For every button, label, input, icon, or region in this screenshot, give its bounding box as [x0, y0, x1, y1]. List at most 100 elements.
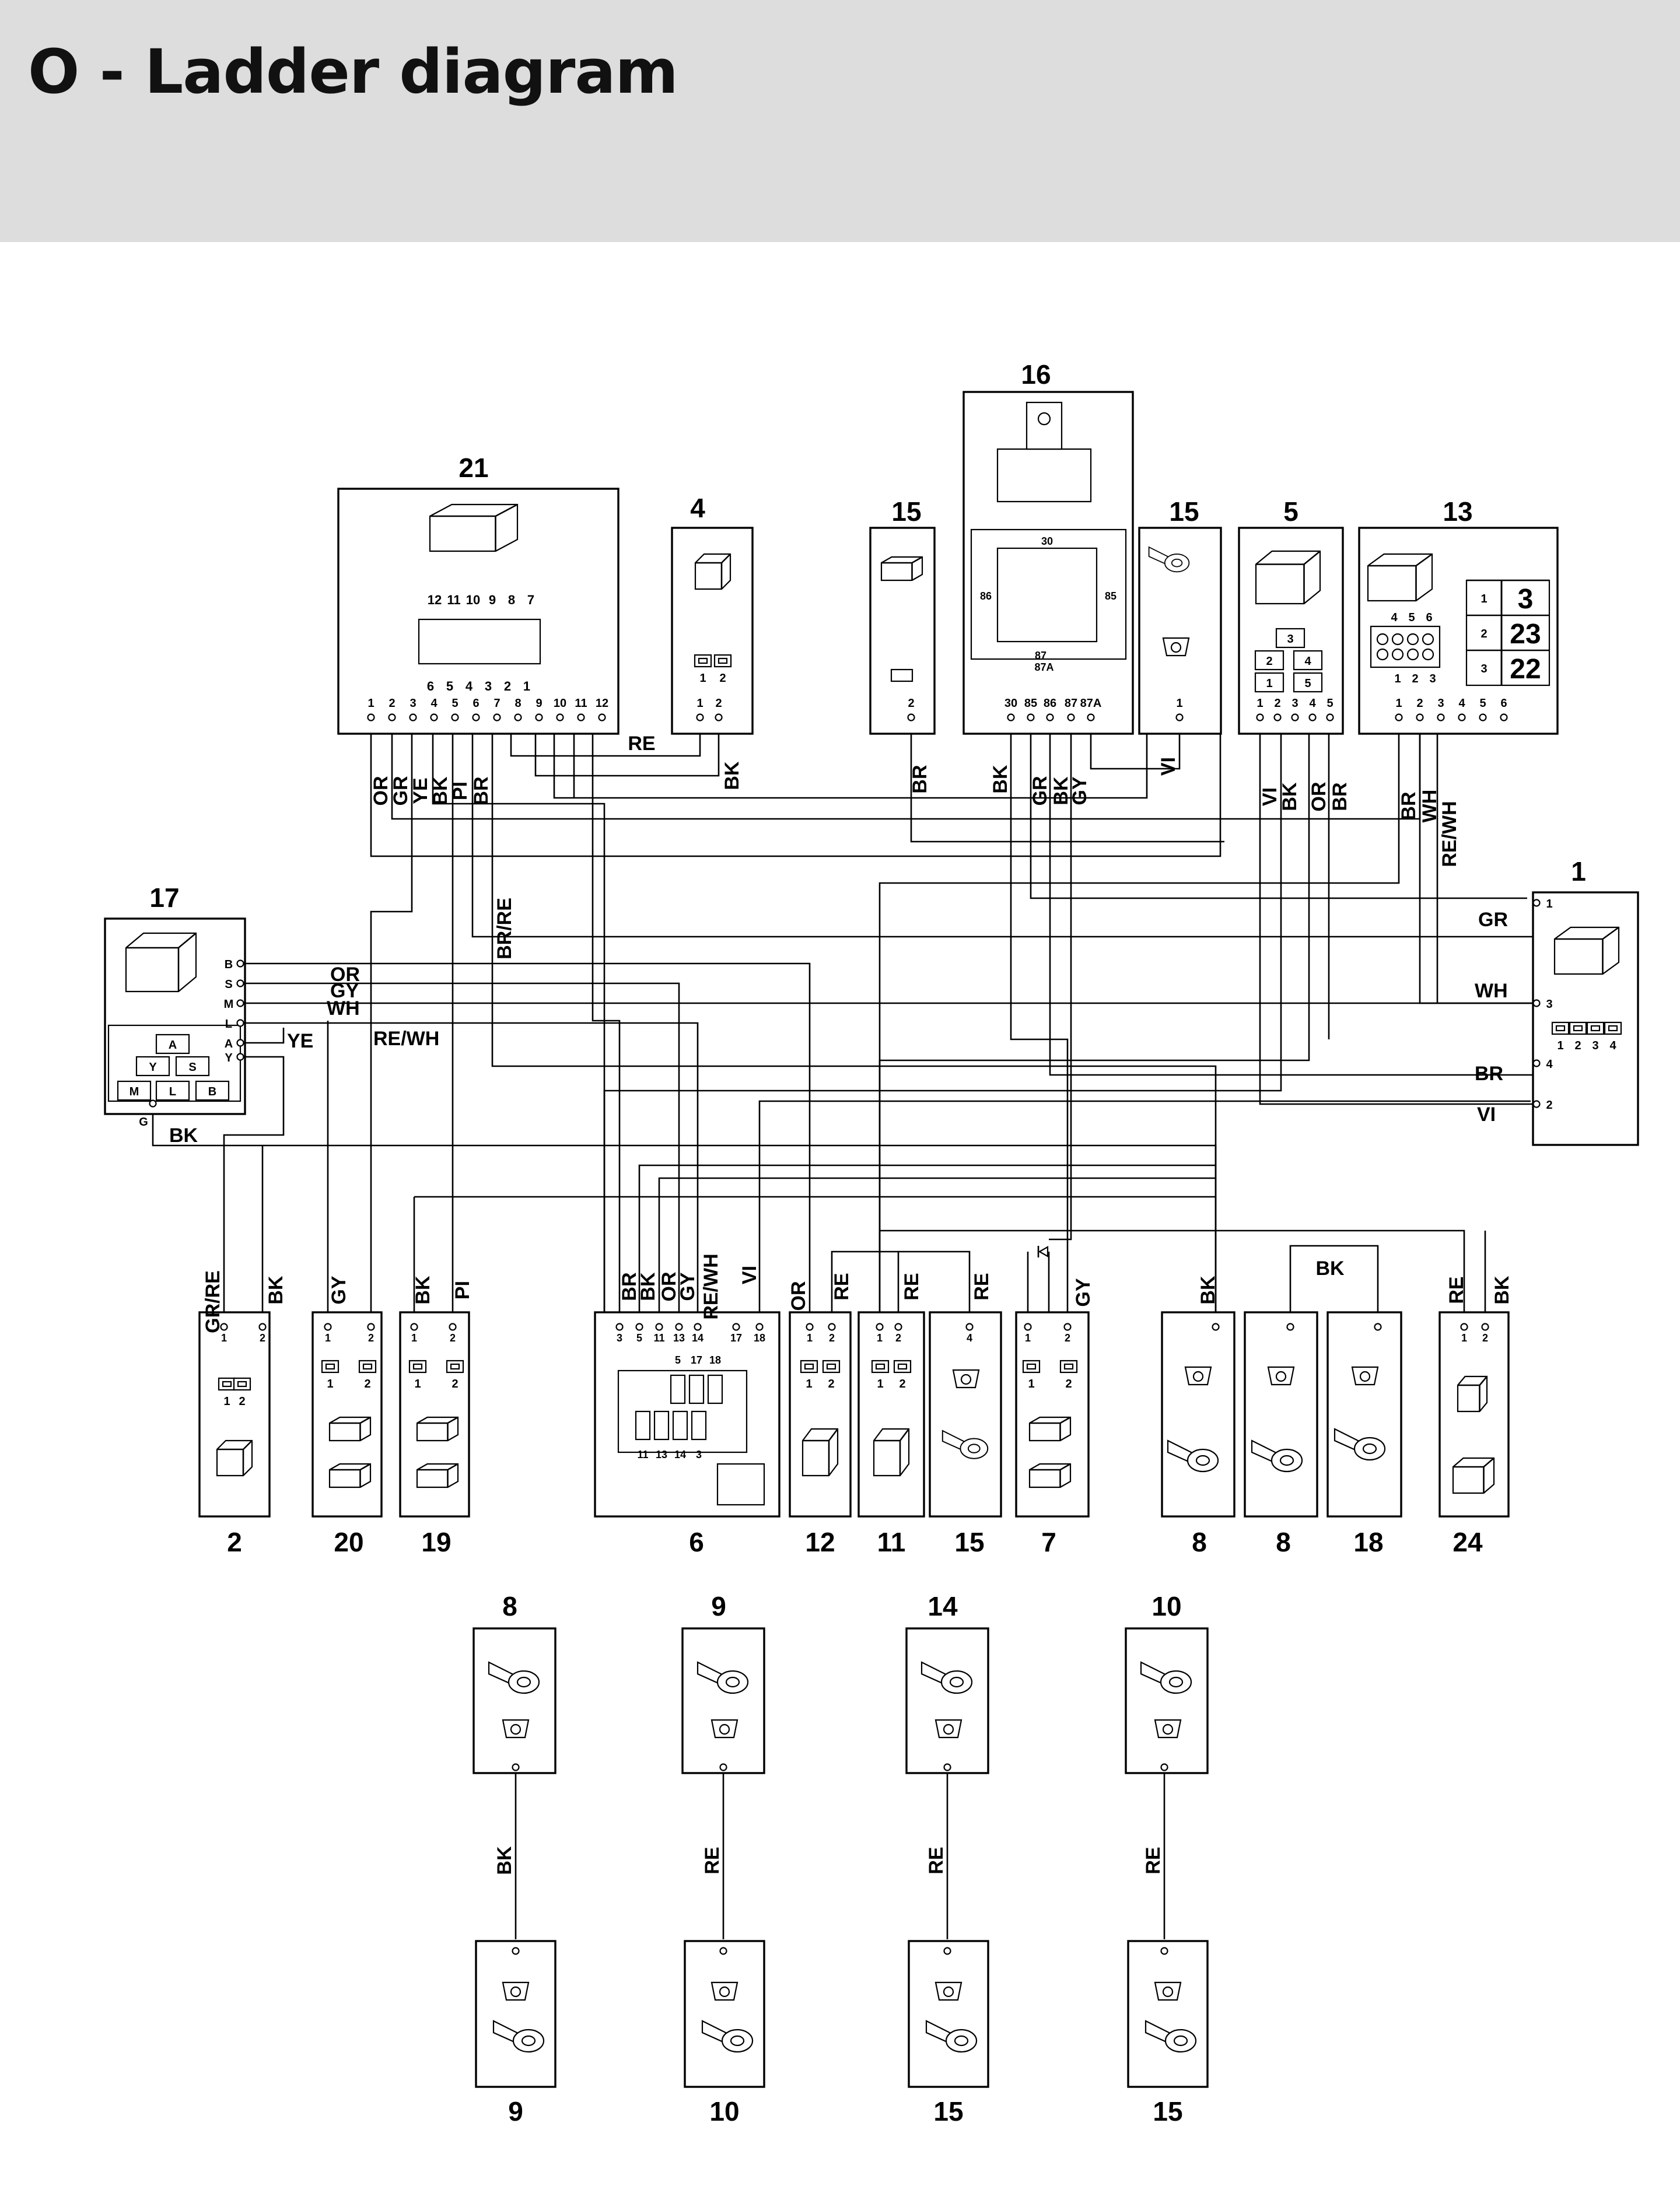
ring-terminal-icon [1140, 1661, 1192, 1694]
component-number: 9 [508, 2096, 523, 2127]
wire-label: YE [287, 1030, 313, 1052]
cavity-number: M [130, 1085, 139, 1098]
connector-housing-icon [429, 503, 519, 552]
pin-number: 2 [1065, 1332, 1070, 1344]
component-number: 17 [149, 882, 179, 913]
cavity-number: 2 [364, 1378, 370, 1390]
connector-2-pin [220, 1323, 228, 1331]
relay-icon [970, 401, 1127, 660]
pin-number: 86 [1044, 697, 1056, 710]
cavity-inner [237, 1381, 247, 1388]
ring-terminal-hole [1173, 2035, 1188, 2047]
connector-housing-icon [328, 1416, 372, 1442]
ring-terminal-hole [1279, 1455, 1294, 1466]
wire-label: BK [721, 761, 743, 790]
connector-housing-icon [880, 556, 923, 581]
connector-13-pin [1500, 713, 1508, 721]
pin-number: 5 [636, 1332, 642, 1344]
cavity-inner [698, 657, 708, 664]
component-number: 15 [891, 496, 921, 527]
pin-number: 1 [1256, 697, 1263, 710]
cavity-number: 2 [452, 1378, 458, 1390]
wire-label: GR [1478, 909, 1508, 931]
wire [878, 717, 1400, 1254]
wire-label: RE [1142, 1847, 1164, 1874]
table-pin: 2 [1480, 628, 1487, 640]
pin-number: 1 [325, 1332, 331, 1344]
cavity [1254, 650, 1284, 671]
pin-number: 14 [692, 1332, 704, 1344]
cavity-number: 3 [1592, 1039, 1598, 1052]
wire [592, 717, 621, 1315]
connector-4-pin [696, 713, 704, 721]
wire [831, 1250, 900, 1315]
wire [370, 717, 1222, 857]
component-number: 15 [954, 1527, 984, 1557]
pin-face-icon [710, 1981, 738, 2001]
pin-face-hole [1192, 1371, 1204, 1382]
wire-label: RE/WH [373, 1028, 439, 1050]
ring-terminal-icon [488, 1661, 540, 1694]
c15c-box [929, 1311, 1002, 1518]
ring-terminal-hole [954, 2035, 969, 2047]
cavity-number: 5 [675, 1354, 681, 1366]
pin-number: Y [225, 1052, 233, 1064]
fuse-box-6-pin [635, 1323, 643, 1331]
cavity-number: 1 [1028, 1378, 1034, 1390]
component-number: 1 [1571, 856, 1586, 887]
wire-label: GY [328, 1276, 350, 1304]
pin-face-icon [935, 1719, 963, 1739]
relay-tab [1026, 401, 1063, 450]
cavity-number: 1 [806, 1378, 812, 1390]
connector-21-pin [598, 713, 606, 721]
cavity-number: 1 [877, 1378, 883, 1390]
connector-20-pin [367, 1323, 375, 1331]
pin-face-hole [1162, 1723, 1174, 1735]
housing-edge [695, 553, 731, 589]
pin-face-hole [1359, 1371, 1371, 1382]
cavity-number: 2 [1266, 655, 1272, 668]
pin-number: 1 [1461, 1332, 1467, 1344]
connector-20-pin [324, 1323, 332, 1331]
pin-number: 10 [554, 697, 566, 710]
fuse-box-6-pin [655, 1323, 663, 1331]
connector-1-pin [1532, 1100, 1541, 1108]
wire [244, 1022, 699, 1315]
cavity-number: L [169, 1085, 176, 1098]
cavity-number: 2 [899, 1378, 905, 1390]
connector-housing-icon [1255, 550, 1321, 605]
relay-16-pin [1067, 713, 1075, 721]
pin-number: 3 [1292, 697, 1298, 710]
connector-17-pin [236, 999, 244, 1007]
cavity-number: 1 [414, 1378, 421, 1390]
pin-number: 1 [807, 1332, 813, 1344]
connector-housing-icon [1367, 553, 1433, 602]
wire-label: WH [1475, 980, 1508, 1002]
pin-number: 3 [1546, 998, 1552, 1011]
fuse [672, 1410, 688, 1441]
connector-21-pin [367, 713, 375, 721]
connector-21-pin [430, 713, 438, 721]
pin-number: 11 [653, 1332, 664, 1344]
cavity-inner [1590, 1025, 1601, 1032]
pin-face-hole [1275, 1371, 1287, 1382]
pin-number: 6 [473, 697, 479, 710]
housing-edge [874, 1428, 910, 1476]
pin-face-hole [1170, 642, 1182, 653]
ground-pair-top-box [905, 1627, 989, 1774]
cavity [1406, 633, 1419, 646]
wire-label: BK [429, 776, 452, 805]
pin-number: 1 [1546, 898, 1552, 910]
wire-label: VI [738, 1266, 761, 1284]
cavity-number: 4 [1609, 1039, 1616, 1052]
pin-number: 2 [908, 697, 914, 710]
ring-terminal-icon [921, 1661, 973, 1694]
connector-21-pin [556, 713, 564, 721]
cavity-inner [826, 1363, 836, 1370]
cavity-number: 1 [699, 672, 706, 685]
cavity-number: 2 [828, 1378, 834, 1390]
pin-face-hole [943, 1986, 954, 1998]
pin-number: 2 [1482, 1332, 1488, 1344]
c2-box [198, 1311, 271, 1518]
